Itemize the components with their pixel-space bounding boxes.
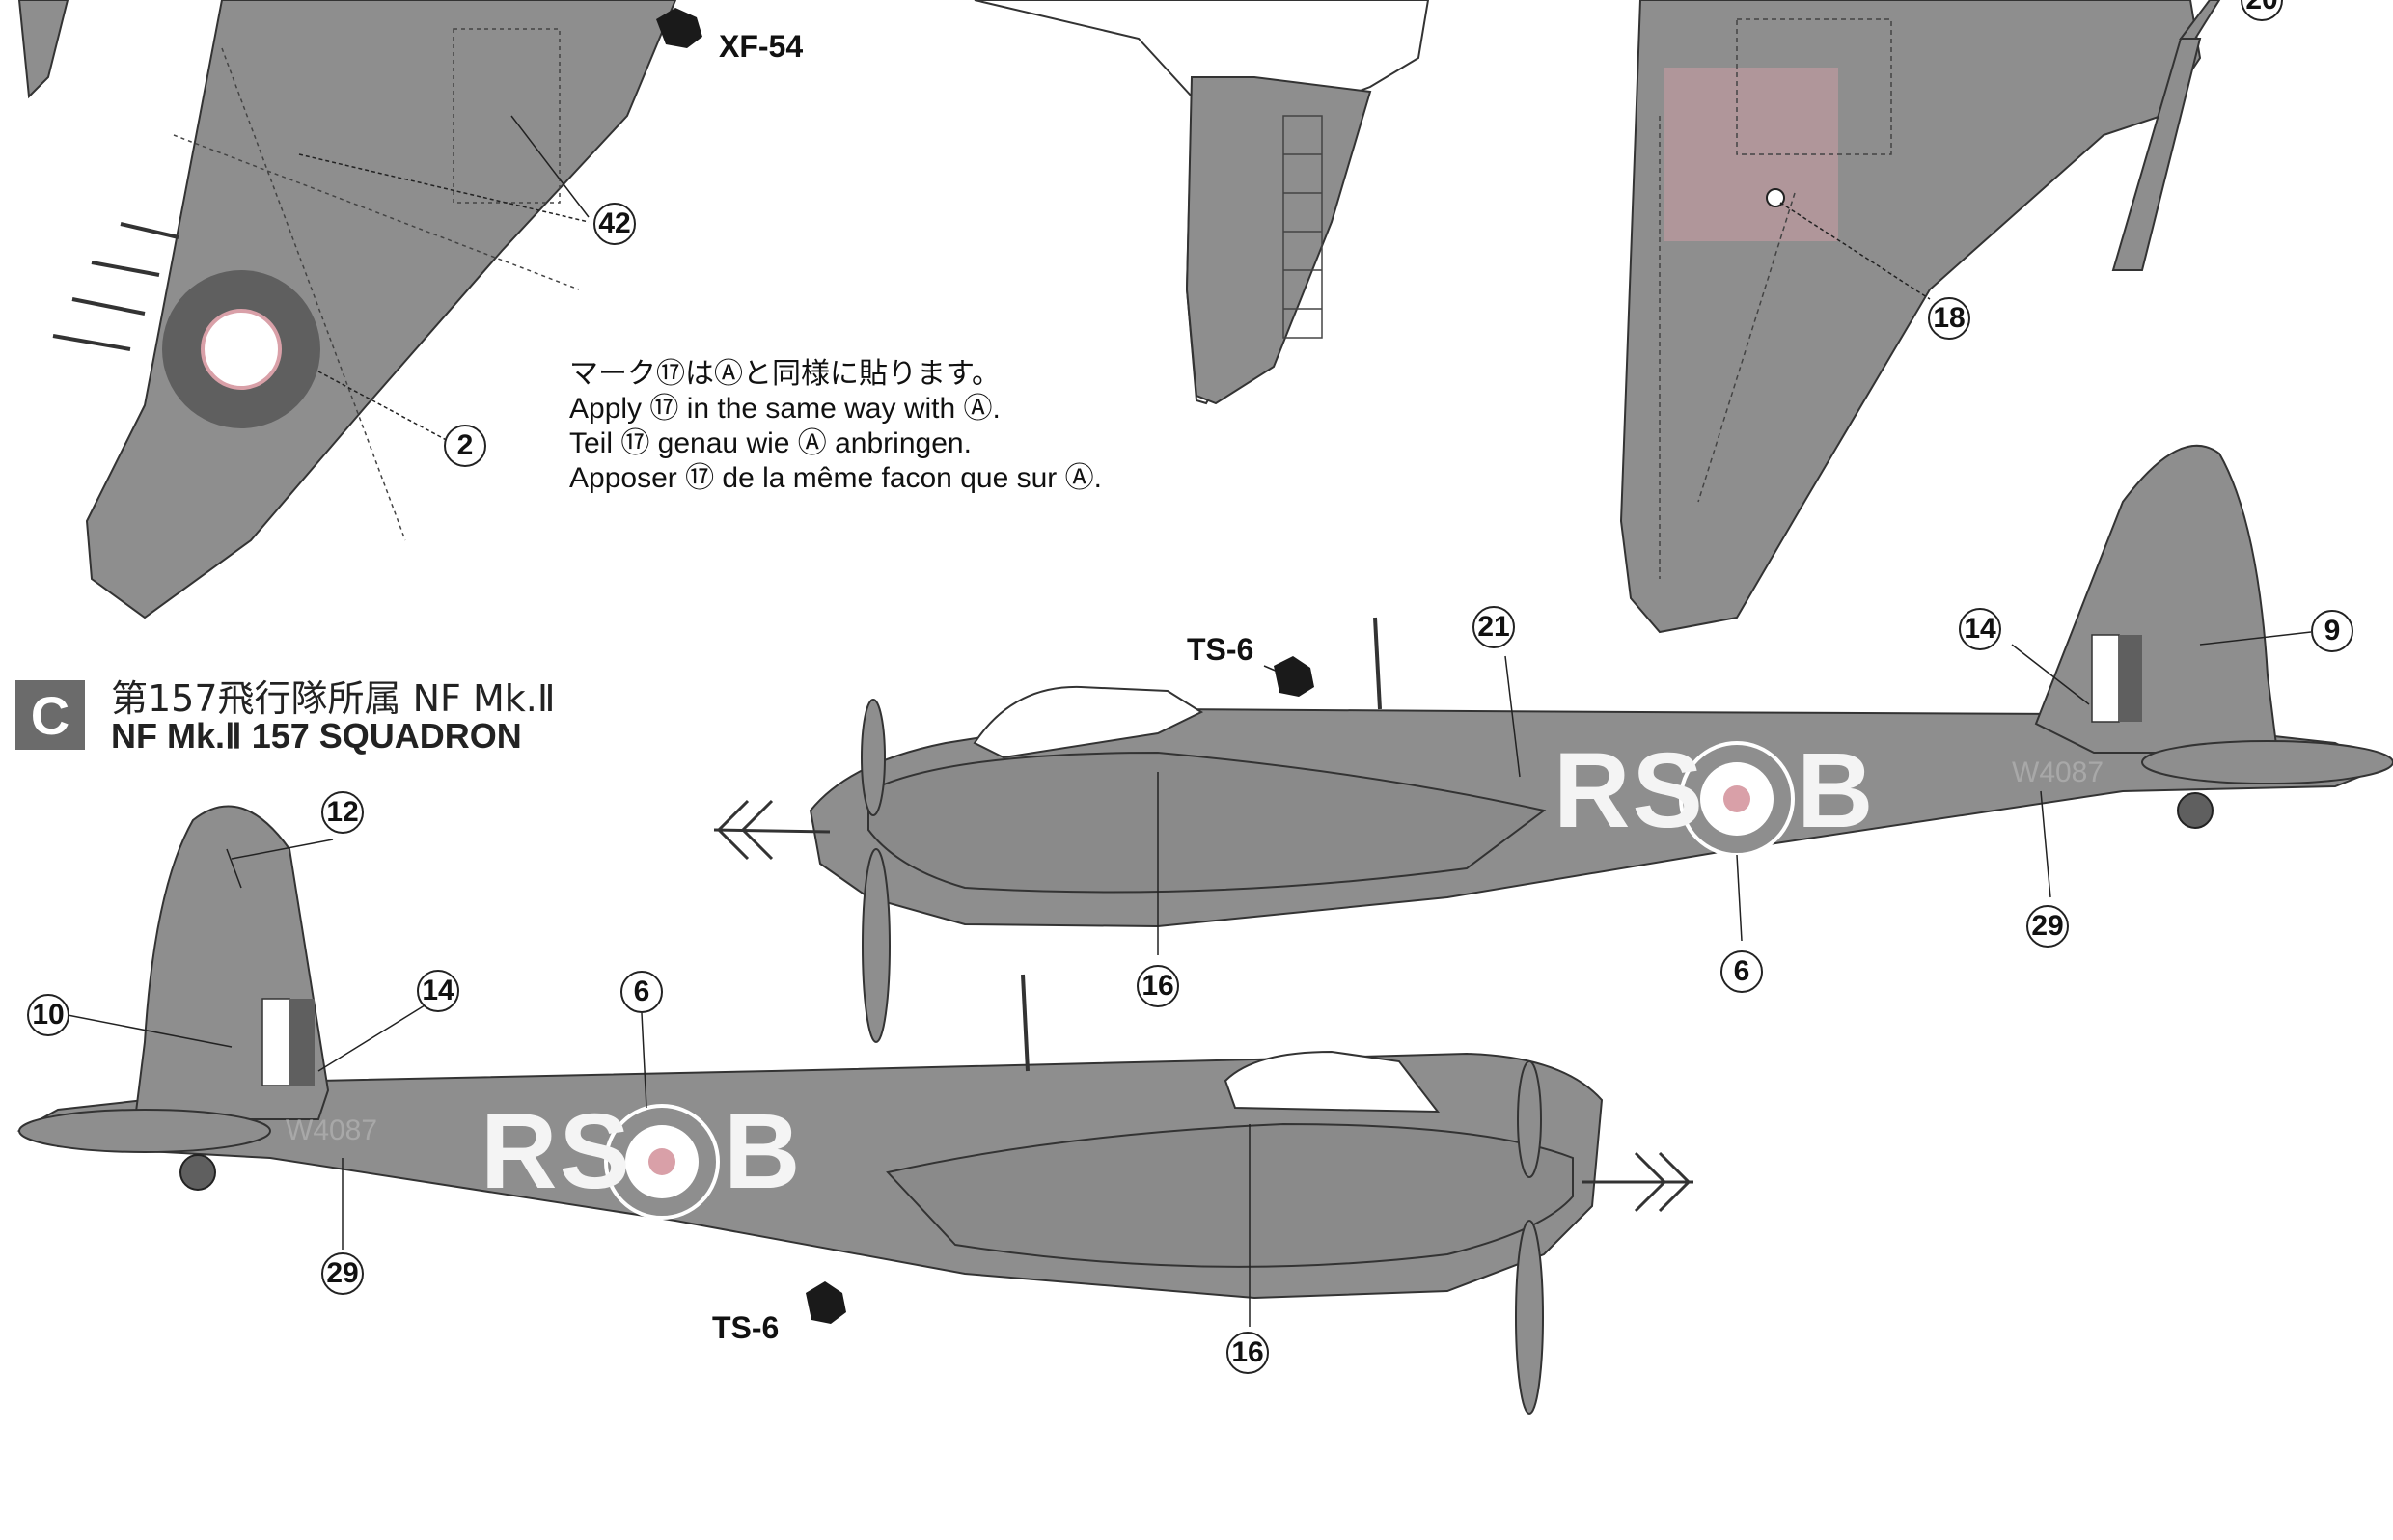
aircraft-side-view-lower (16, 805, 1693, 1415)
section-title-ja: 第157飛行隊所属 NF Mk.Ⅱ (111, 677, 556, 720)
callout-29-lower: 29 (321, 1252, 364, 1295)
upper-left-wing-illustration (17, 0, 677, 619)
callout-14-upper: 14 (1959, 608, 2001, 650)
note-ja: マーク⑰はⒶと同様に貼ります。 (569, 358, 1001, 390)
note-en: Apply ⑰ in the same way with Ⓐ. (569, 393, 1001, 425)
callout-42: 42 (593, 203, 636, 245)
fuselage-code-right-upper: B (1797, 731, 1876, 850)
callout-16-lower: 16 (1226, 1332, 1269, 1374)
paint-label-side-top: TS-6 (1187, 632, 1254, 667)
fuselage-code-left-upper: RS (1554, 731, 1705, 850)
section-letter-badge: C (15, 680, 85, 750)
paint-markers (656, 8, 1314, 1324)
serial-lower: W4087 (286, 1114, 378, 1146)
upper-middle-wing-illustration (974, 0, 1430, 405)
note-de: Teil ⑰ genau wie Ⓐ anbringen. (569, 427, 972, 459)
note-fr: Apposer ⑰ de la même facon que sur Ⓐ. (569, 462, 1102, 494)
fuselage-code-left-lower: RS (481, 1092, 632, 1211)
callout-18: 18 (1928, 297, 1970, 340)
callout-16-upper: 16 (1137, 965, 1179, 1007)
callout-6-lower: 6 (620, 971, 663, 1013)
callout-9: 9 (2311, 610, 2353, 652)
decal-instruction-note: マーク⑰はⒶと同様に貼ります。 Apply ⑰ in the same way … (569, 357, 1102, 496)
callout-12: 12 (321, 791, 364, 834)
callout-10: 10 (27, 994, 69, 1036)
fuselage-code-right-lower: B (724, 1092, 803, 1211)
callout-21: 21 (1472, 606, 1515, 648)
callout-29-upper: 29 (2026, 905, 2069, 948)
paint-label-side-bottom: TS-6 (712, 1310, 780, 1345)
callout-6-upper: 6 (1720, 950, 1763, 993)
upper-right-wing-illustration (1619, 0, 2221, 634)
callout-14-lower: 14 (417, 970, 459, 1012)
section-title-en: NF Mk.Ⅱ 157 SQUADRON (111, 716, 522, 756)
aircraft-side-view-upper (713, 444, 2393, 1043)
serial-upper: W4087 (2012, 756, 2104, 788)
paint-label-upper: XF-54 (719, 29, 804, 64)
callout-2: 2 (444, 425, 486, 467)
